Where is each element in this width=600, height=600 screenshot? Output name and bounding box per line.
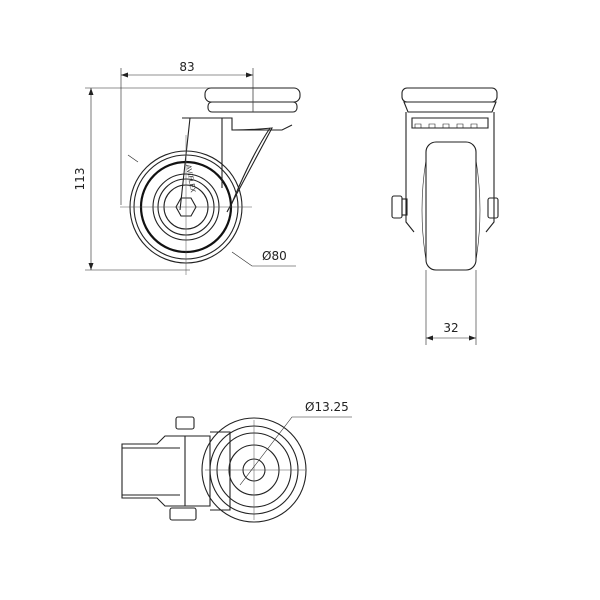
- bottom-view: Ø13.25: [121, 400, 352, 523]
- dimension-label-height: 113: [73, 168, 87, 191]
- dimension-label-wheel-width: 32: [443, 321, 458, 335]
- dimension-label-bore-diameter: Ø13.25: [305, 400, 349, 414]
- dimension-wheel-diameter: Ø80: [231, 249, 296, 267]
- dimension-width-83: 83: [120, 60, 254, 205]
- dimension-bore-diameter: Ø13.25: [239, 400, 352, 486]
- front-view: 32: [391, 87, 499, 345]
- dimension-wheel-width: 32: [425, 270, 477, 345]
- dimension-height-113: 113: [73, 87, 210, 271]
- side-view: 83 113 AVIFLEX Ø80: [73, 60, 301, 275]
- dimension-label-wheel-diameter: Ø80: [262, 249, 287, 263]
- dimension-label-width: 83: [179, 60, 194, 74]
